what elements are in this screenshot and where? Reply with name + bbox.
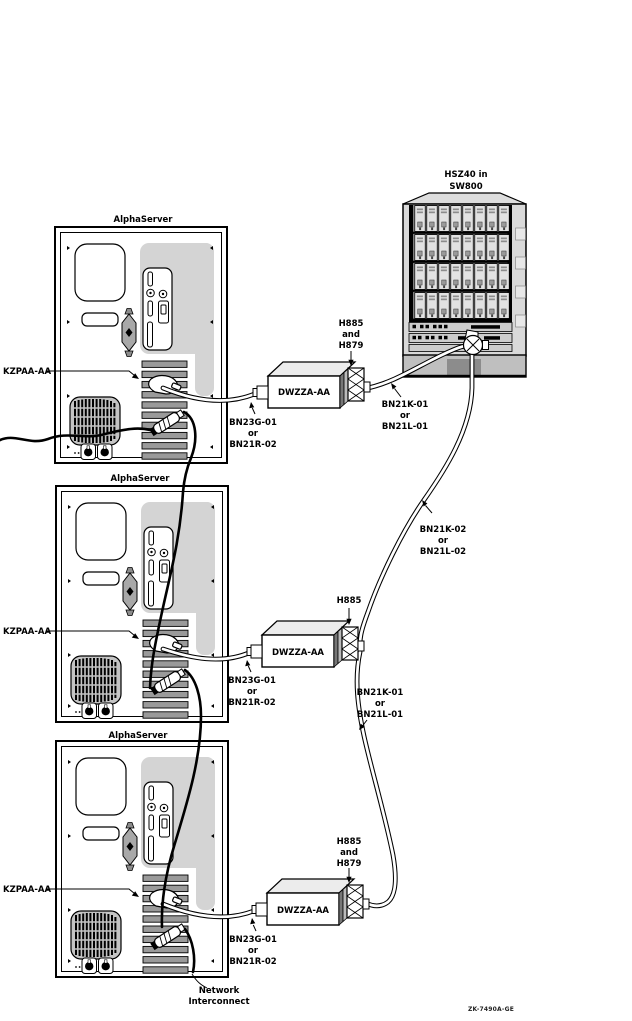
terminator-1-line1: H885 (339, 319, 364, 329)
kzpaa-label-1: KZPAA-AA (3, 367, 51, 377)
cabinet-pediment (402, 192, 527, 205)
host-cable-2-line2: or (247, 687, 258, 697)
cabinet-label-line1: HSZ40 in (444, 170, 487, 180)
host-cable-1-line3: BN21R-02 (229, 440, 276, 450)
host-cable-1-line2: or (248, 429, 259, 439)
server-2-title: AlphaServer (111, 474, 171, 484)
server-3-title: AlphaServer (109, 731, 169, 741)
alphaserver-3-panel (55, 740, 229, 978)
diagram-labels: HSZ40 in SW800 AlphaServer AlphaServer A… (3, 170, 514, 1013)
host-cables (160, 385, 260, 920)
storage-cable-line1: BN21K-02 (420, 525, 467, 535)
trilink-connector (462, 329, 489, 356)
bus-cable-1-line2: or (400, 411, 411, 421)
host-cable-3-line2: or (248, 946, 259, 956)
bus-cable-2-line2: or (375, 699, 386, 709)
terminator-3-line1: H885 (337, 837, 362, 847)
bus-cable-2 (355, 650, 397, 908)
host-cable-1 (161, 386, 259, 402)
kzpaa-label-3: KZPAA-AA (3, 885, 51, 895)
terminator-1-line2: and (342, 330, 360, 340)
bus-cable-1-line3: BN21L-01 (382, 422, 428, 432)
storage-cable (358, 352, 474, 646)
storage-cable-line2: or (438, 536, 449, 546)
dwzza-label-2: DWZZA-AA (272, 648, 324, 658)
cabinet-side-tabs (515, 227, 526, 328)
network-cable (0, 410, 208, 989)
dwzza-converter-2 (246, 620, 365, 668)
terminator-3-line3: H879 (337, 859, 362, 869)
network-label-line2: Interconnect (188, 997, 249, 1007)
terminator-3-line2: and (340, 848, 358, 858)
host-cable-2-line3: BN21R-02 (228, 698, 275, 708)
scsi-bus-cables (354, 343, 475, 909)
bus-cable-1-line1: BN21K-01 (382, 400, 429, 410)
host-cable-1-line1: BN23G-01 (229, 418, 277, 428)
network-cable-entry (0, 427, 152, 443)
storage-cable-line3: BN21L-02 (420, 547, 466, 557)
host-cable-2-line1: BN23G-01 (228, 676, 276, 686)
callout-leaders (47, 351, 433, 932)
server-1-title: AlphaServer (114, 215, 174, 225)
dwzza-label-1: DWZZA-AA (278, 388, 330, 398)
network-label-leader (191, 973, 208, 989)
host-cable-2 (161, 647, 253, 661)
bus-cable-2-line1: BN21K-01 (357, 688, 404, 698)
kzpaa-label-2: KZPAA-AA (3, 627, 51, 637)
alphaserver-2-panel (55, 485, 229, 723)
host-cable-3 (161, 902, 258, 919)
storage-cable-outline (357, 351, 475, 647)
network-cable-seg3 (183, 927, 196, 974)
network-cable-seg2 (160, 668, 203, 929)
dwzza-converter-3 (251, 878, 370, 926)
cabinet-label-line2: SW800 (449, 182, 482, 192)
terminator-1-line3: H879 (339, 341, 364, 351)
bus-cable-2-line3: BN21L-01 (357, 710, 403, 720)
network-cable-seg1 (148, 410, 197, 690)
host-cable-3-line3: BN21R-02 (229, 957, 276, 967)
figure-number: ZK-7490A-GE (468, 1006, 514, 1013)
storage-cabinet (402, 192, 527, 378)
terminator-2-line1: H885 (337, 596, 362, 606)
network-label-line1: Network (199, 986, 240, 996)
dwzza-label-3: DWZZA-AA (277, 906, 329, 916)
host-cable-3-line1: BN23G-01 (229, 935, 277, 945)
dwzza-converter-1 (252, 361, 371, 409)
